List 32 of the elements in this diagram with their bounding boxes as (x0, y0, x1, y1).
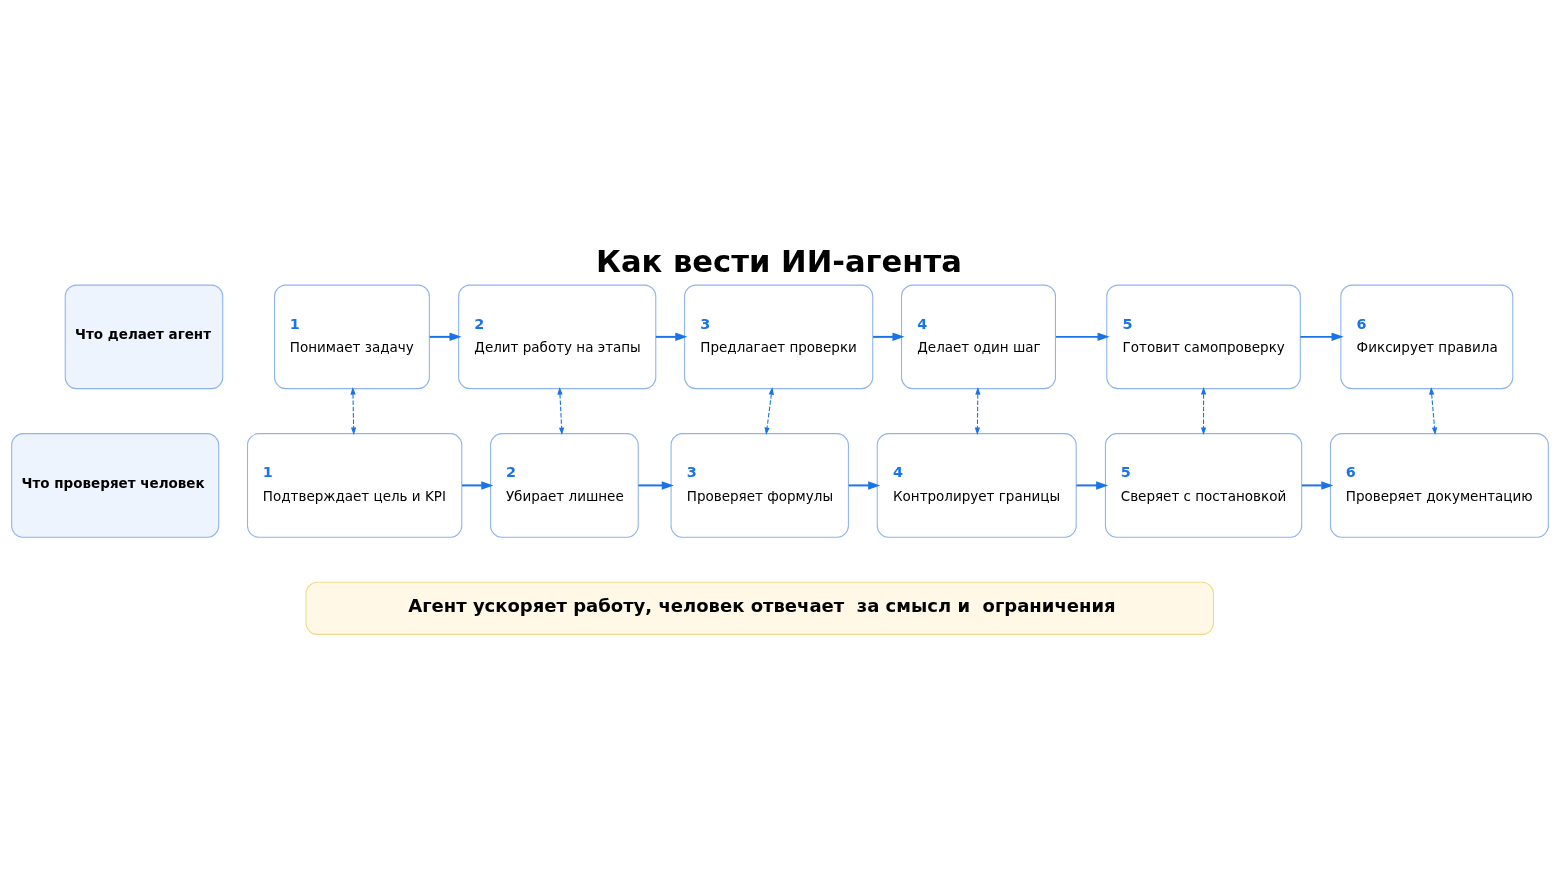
arrow (1200, 387, 1207, 436)
arrow (1299, 332, 1344, 342)
node-box: 1 Подтверждает цель и KPI (247, 433, 463, 538)
arrow (1054, 332, 1110, 342)
arrow (557, 387, 565, 436)
node-box: 1 Понимает задачу (273, 284, 430, 390)
arrow (872, 332, 905, 342)
node-box: 5 Готовит самопроверку (1106, 284, 1301, 390)
arrow (764, 387, 774, 436)
arrow (461, 481, 494, 490)
node-box: 4 Делает один шаг (901, 284, 1056, 390)
arrow (428, 332, 462, 342)
arrow (654, 332, 688, 342)
node-box: 6 Фиксирует правила (1340, 284, 1514, 390)
node-box: 2 Делит работу на этапы (458, 284, 657, 390)
arrow (637, 481, 674, 490)
node-box: 3 Предлагает проверки (684, 284, 874, 390)
node-box: Что проверяет человек (11, 433, 220, 538)
node-box: 3 Проверяет формулы (670, 433, 849, 538)
node-box: Что делает агент (64, 284, 224, 390)
node-box: 4 Контролирует границы (876, 433, 1077, 538)
node-box: 5 Сверяет с постановкой (1104, 433, 1303, 538)
diagram-title: Как вести ИИ-агента (595, 243, 962, 279)
arrow (974, 387, 981, 436)
node-box: Агент ускоряет работу, человек отвечает за смысл и ограничения (305, 581, 1214, 635)
arrow (847, 481, 881, 490)
arrow (1075, 481, 1109, 490)
arrow (350, 387, 357, 436)
arrow (1429, 387, 1438, 436)
arrow (1300, 481, 1334, 490)
node-box: 2 Убирает лишнее (490, 433, 639, 538)
node-box: 6 Проверяет документацию (1329, 433, 1549, 538)
